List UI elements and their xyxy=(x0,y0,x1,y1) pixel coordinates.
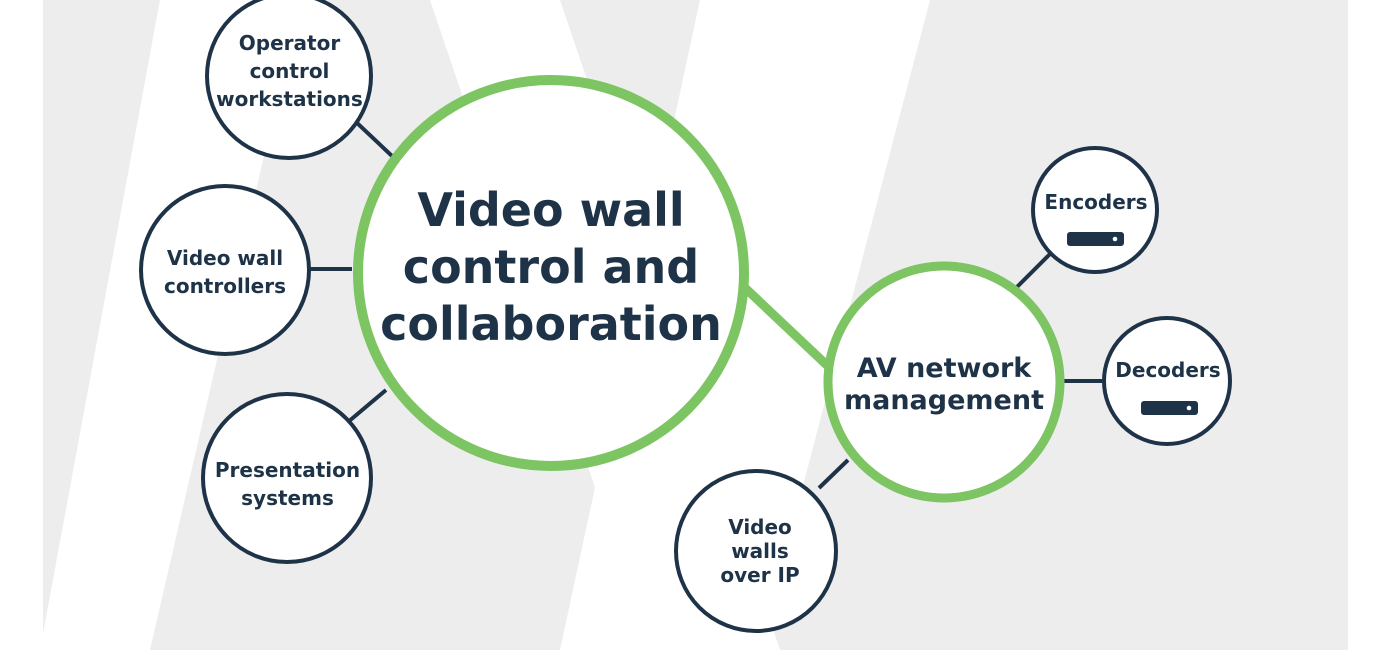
connector-presentation xyxy=(346,388,388,424)
connector-encoders xyxy=(1014,250,1054,290)
node-decoders-label: Decoders xyxy=(1115,358,1221,382)
decoder-device-icon xyxy=(1141,401,1198,415)
encoder-device-icon xyxy=(1067,232,1124,246)
node-center-label: Video wall control and collaboration xyxy=(380,182,722,351)
node-presentation-circle xyxy=(201,392,373,564)
connector-center-to-hub xyxy=(738,281,836,374)
node-operator-circle xyxy=(205,0,373,160)
connector-video-walls-ip xyxy=(817,458,850,490)
connector-operator xyxy=(354,120,394,158)
node-decoders-circle xyxy=(1102,316,1232,446)
node-encoders-label: Encoders xyxy=(1044,190,1148,214)
node-video-walls-ip-circle xyxy=(674,469,838,633)
node-center-circle xyxy=(353,75,749,471)
node-video-walls-ip-label: Video walls over IP xyxy=(720,515,800,587)
node-controllers-circle xyxy=(139,184,311,356)
node-presentation-label: Presentation systems xyxy=(214,458,361,510)
node-encoders-circle xyxy=(1031,146,1159,274)
node-hub-label: AV network management xyxy=(843,353,1044,416)
node-controllers-label: Video wall controllers xyxy=(163,246,287,298)
watermark-stripe xyxy=(560,0,930,650)
node-operator-label: Operator control workstations xyxy=(216,31,363,111)
connector-lines xyxy=(310,120,1102,490)
node-hub-circle xyxy=(823,261,1065,503)
